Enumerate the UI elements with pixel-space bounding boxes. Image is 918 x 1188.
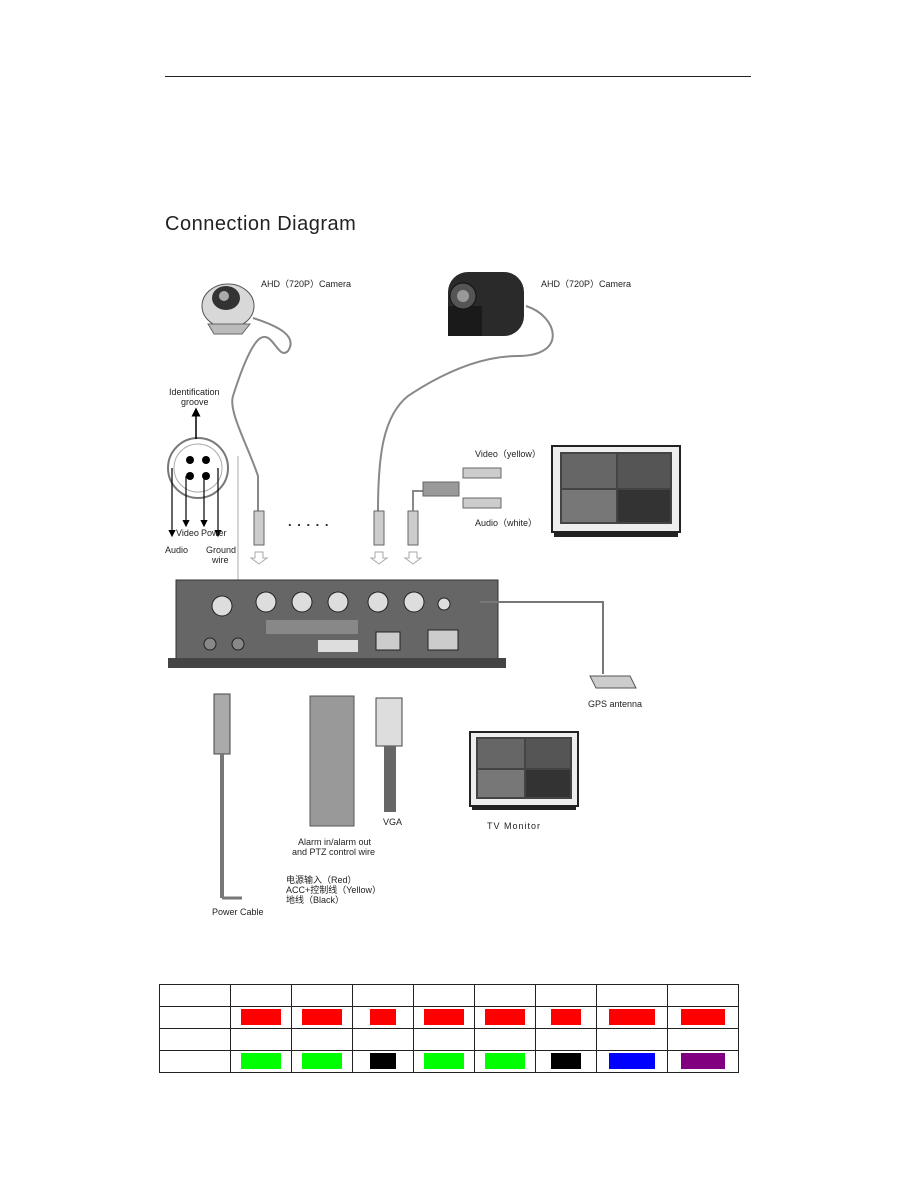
legend-row-header bbox=[159, 1028, 231, 1051]
camera-left-cable bbox=[231, 317, 292, 511]
legend-cell bbox=[535, 1006, 597, 1029]
legend-cell bbox=[230, 1050, 292, 1073]
legend-cell bbox=[535, 1028, 597, 1051]
monitor-bottom-icon bbox=[469, 731, 579, 810]
color-swatch bbox=[424, 1053, 464, 1070]
color-swatch bbox=[681, 1053, 725, 1070]
tv-monitor-label: TV Monitor bbox=[487, 821, 542, 831]
pin-video-label: Video bbox=[176, 528, 199, 538]
legend-row-header bbox=[159, 1006, 231, 1029]
legend-cell bbox=[413, 984, 475, 1007]
color-swatch bbox=[485, 1053, 525, 1070]
legend-cell bbox=[230, 984, 292, 1007]
legend-cell bbox=[413, 1028, 475, 1051]
legend-cell bbox=[667, 1006, 739, 1029]
color-swatch bbox=[370, 1053, 396, 1070]
header-rule bbox=[165, 76, 751, 77]
power-cable-icon bbox=[213, 693, 242, 900]
legend-cell bbox=[291, 984, 353, 1007]
video-out-label: Video（yellow） bbox=[475, 449, 541, 459]
legend-cell bbox=[291, 1006, 353, 1029]
alarm-cable-icon bbox=[309, 695, 355, 827]
color-swatch bbox=[609, 1009, 655, 1026]
legend-cell bbox=[474, 984, 536, 1007]
legend-row bbox=[159, 1006, 739, 1029]
legend-cell bbox=[413, 1006, 475, 1029]
camera-right-cable bbox=[377, 305, 554, 512]
legend-cell bbox=[474, 1006, 536, 1029]
dvr-device bbox=[168, 579, 506, 668]
color-swatch bbox=[370, 1009, 396, 1026]
legend-cell bbox=[596, 1050, 668, 1073]
monitor-top-icon bbox=[551, 445, 681, 537]
legend-row bbox=[159, 1028, 739, 1051]
vga-label: VGA bbox=[383, 817, 403, 827]
legend-cell bbox=[474, 1028, 536, 1051]
camera-left-icon bbox=[201, 283, 255, 335]
connection-diagram bbox=[167, 272, 681, 900]
ident-groove-label-2: groove bbox=[181, 397, 209, 407]
power-yellow-label: ACC+控制线（Yellow） bbox=[286, 885, 381, 895]
legend-cell bbox=[596, 1028, 668, 1051]
legend-cell bbox=[230, 1006, 292, 1029]
color-swatch bbox=[302, 1053, 342, 1070]
legend-cell bbox=[352, 1028, 414, 1051]
legend-cell bbox=[474, 1050, 536, 1073]
more-cameras-ellipsis: . . . . . bbox=[288, 514, 330, 529]
color-swatch bbox=[241, 1053, 281, 1070]
color-legend-table bbox=[159, 984, 739, 1073]
color-swatch bbox=[681, 1009, 725, 1026]
vga-cable-icon bbox=[375, 697, 403, 812]
legend-cell bbox=[291, 1050, 353, 1073]
legend-cell bbox=[535, 984, 597, 1007]
color-swatch bbox=[551, 1053, 581, 1070]
color-swatch bbox=[485, 1009, 525, 1026]
legend-cell bbox=[667, 984, 739, 1007]
legend-cell bbox=[291, 1028, 353, 1051]
alarm-label-1: Alarm in/alarm out bbox=[298, 837, 372, 847]
legend-cell bbox=[230, 1028, 292, 1051]
legend-cell bbox=[535, 1050, 597, 1073]
pin-power-label: Power bbox=[201, 528, 227, 538]
camera-right-icon bbox=[448, 272, 524, 336]
legend-row bbox=[159, 1050, 739, 1073]
ident-groove-label-1: Identification bbox=[169, 387, 220, 397]
rca-connectors bbox=[253, 467, 502, 546]
pinout-diagram bbox=[167, 407, 239, 626]
camera-right-label: AHD（720P）Camera bbox=[541, 279, 632, 289]
gps-antenna-label: GPS antenna bbox=[588, 699, 643, 709]
color-swatch bbox=[424, 1009, 464, 1026]
gps-antenna-icon bbox=[480, 601, 637, 689]
pin-ground-label-1: Ground bbox=[206, 545, 237, 555]
camera-left-label: AHD（720P）Camera bbox=[261, 279, 352, 289]
power-cable-label: Power Cable bbox=[212, 907, 264, 917]
pin-ground-label-2: wire bbox=[212, 555, 229, 565]
down-arrow-icons bbox=[249, 551, 423, 565]
legend-cell bbox=[413, 1050, 475, 1073]
page-title: Connection Diagram bbox=[165, 213, 357, 235]
legend-cell bbox=[596, 984, 668, 1007]
legend-cell bbox=[352, 1050, 414, 1073]
legend-row-header bbox=[159, 984, 231, 1007]
alarm-label-2: and PTZ control wire bbox=[292, 847, 376, 857]
power-black-label: 地线（Black） bbox=[286, 895, 345, 905]
legend-cell bbox=[596, 1006, 668, 1029]
color-swatch bbox=[241, 1009, 281, 1026]
pin-audio-label: Audio bbox=[165, 545, 189, 555]
power-red-label: 电源输入（Red） bbox=[286, 875, 357, 885]
color-swatch bbox=[609, 1053, 655, 1070]
color-swatch bbox=[302, 1009, 342, 1026]
audio-out-label: Audio（white） bbox=[475, 518, 538, 528]
legend-cell bbox=[667, 1028, 739, 1051]
color-swatch bbox=[551, 1009, 581, 1026]
legend-row bbox=[159, 984, 739, 1007]
legend-cell bbox=[352, 1006, 414, 1029]
legend-cell bbox=[352, 984, 414, 1007]
legend-cell bbox=[667, 1050, 739, 1073]
legend-row-header bbox=[159, 1050, 231, 1073]
